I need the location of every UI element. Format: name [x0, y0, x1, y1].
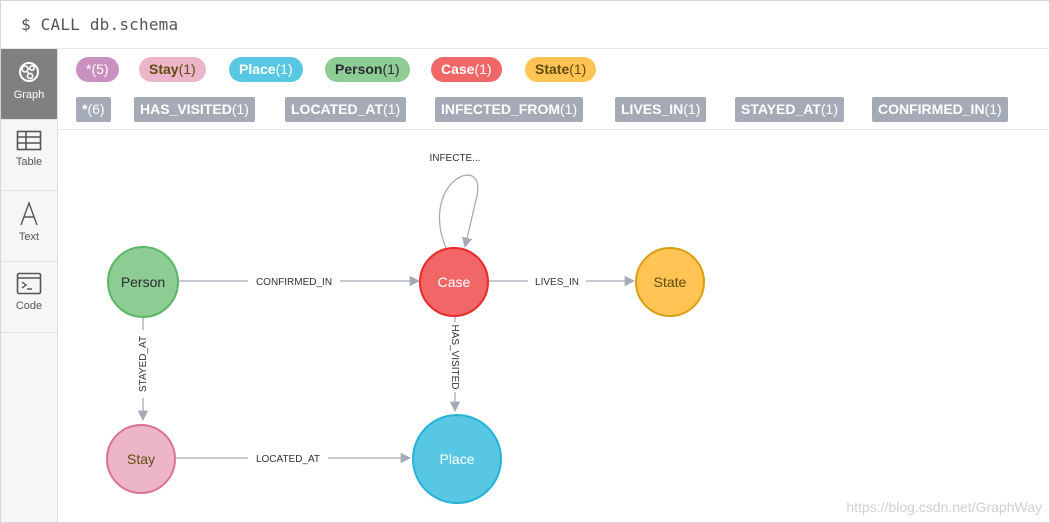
label-pill-all[interactable]: *(5): [76, 57, 119, 82]
view-graph-button[interactable]: Graph: [1, 49, 57, 120]
rel-type-infected-from-count: (1): [560, 101, 578, 117]
rel-type-lives-in[interactable]: LIVES_IN(1): [615, 97, 707, 122]
view-code-button[interactable]: Code: [1, 262, 57, 333]
view-table-label: Table: [15, 156, 43, 168]
node-case-label: Case: [438, 274, 471, 290]
rel-type-infected-from-name: INFECTED_FROM: [441, 101, 560, 117]
label-pill-place-count: (1): [275, 61, 293, 77]
edge-has-visited-label: HAS_VISITED: [449, 324, 460, 389]
node-state-label: State: [654, 274, 687, 290]
table-icon: [16, 130, 42, 151]
rel-type-confirmed-in[interactable]: CONFIRMED_IN(1): [872, 97, 1008, 122]
view-code-label: Code: [15, 300, 43, 312]
edge-stayed-at-label: STAYED_AT: [138, 336, 149, 392]
edge-confirmed-in[interactable]: CONFIRMED_IN: [179, 275, 421, 288]
node-person-label: Person: [121, 274, 165, 290]
rel-type-confirmed-in-name: CONFIRMED_IN: [878, 101, 985, 117]
label-pill-person-name: Person: [335, 61, 383, 77]
label-pill-case[interactable]: Case(1): [431, 57, 502, 82]
code-icon: [16, 272, 42, 295]
label-pill-state-name: State: [535, 61, 570, 77]
watermark-text: https://blog.csdn.net/GraphWay: [846, 499, 1042, 515]
label-pill-state-count: (1): [569, 61, 587, 77]
label-pill-case-count: (1): [474, 61, 492, 77]
rel-type-has-visited[interactable]: HAS_VISITED(1): [134, 97, 255, 122]
rel-type-infected-from[interactable]: INFECTED_FROM(1): [435, 97, 584, 122]
legend-area: *(5) Stay(1) Place(1) Person(1) Case(1) …: [58, 49, 1049, 130]
rel-type-stayed-at-name: STAYED_AT: [741, 101, 821, 117]
rel-type-all[interactable]: *(6): [76, 97, 111, 122]
node-case[interactable]: Case: [419, 247, 489, 317]
label-pill-place[interactable]: Place(1): [229, 57, 303, 82]
edge-located-at-label: LOCATED_AT: [256, 454, 320, 465]
edge-lives-in-label: LIVES_IN: [535, 277, 579, 288]
label-pill-person[interactable]: Person(1): [325, 57, 410, 82]
rel-type-located-at-count: (1): [383, 101, 401, 117]
label-pill-person-count: (1): [382, 61, 400, 77]
label-pill-all-name: *: [86, 61, 92, 77]
edge-lives-in[interactable]: LIVES_IN: [489, 275, 636, 288]
label-pill-place-name: Place: [239, 61, 276, 77]
text-icon: [20, 201, 38, 226]
graph-icon: [19, 62, 39, 82]
node-state[interactable]: State: [635, 247, 705, 317]
edge-stayed-at[interactable]: STAYED_AT: [137, 318, 149, 422]
rel-type-lives-in-count: (1): [683, 101, 701, 117]
edge-infected-from-label: INFECTE...: [429, 153, 480, 164]
rel-type-lives-in-name: LIVES_IN: [621, 101, 684, 117]
rel-type-confirmed-in-count: (1): [984, 101, 1002, 117]
view-table-button[interactable]: Table: [1, 120, 57, 191]
label-pill-state[interactable]: State(1): [525, 57, 597, 82]
rel-type-all-name: *: [82, 101, 88, 117]
label-pill-stay[interactable]: Stay(1): [139, 57, 206, 82]
view-sidebar: Graph Table Text Code: [1, 49, 58, 522]
view-text-label: Text: [18, 231, 40, 243]
node-place-label: Place: [439, 451, 474, 467]
edge-has-visited[interactable]: HAS_VISITED: [449, 316, 461, 413]
edge-confirmed-in-label: CONFIRMED_IN: [256, 277, 332, 288]
label-pill-stay-count: (1): [178, 61, 196, 77]
query-bar[interactable]: $ CALL db.schema: [1, 1, 1049, 49]
query-text[interactable]: $ CALL db.schema: [21, 15, 179, 34]
edge-infected-from[interactable]: INFECTE...: [429, 153, 481, 249]
graph-canvas[interactable]: CONFIRMED_IN LIVES_IN INFECTE... HAS_VIS…: [58, 130, 1049, 521]
node-stay[interactable]: Stay: [106, 424, 176, 494]
label-pill-stay-name: Stay: [149, 61, 179, 77]
label-pill-all-count: (5): [91, 61, 109, 77]
rel-type-all-count: (6): [87, 101, 105, 117]
rel-type-has-visited-count: (1): [231, 101, 249, 117]
rel-type-has-visited-name: HAS_VISITED: [140, 101, 232, 117]
rel-type-located-at-name: LOCATED_AT: [291, 101, 384, 117]
edge-located-at[interactable]: LOCATED_AT: [176, 452, 412, 465]
view-graph-label: Graph: [13, 89, 45, 101]
label-pill-case-name: Case: [441, 61, 475, 77]
graph-svg[interactable]: CONFIRMED_IN LIVES_IN INFECTE... HAS_VIS…: [58, 130, 1049, 521]
node-place[interactable]: Place: [412, 414, 502, 504]
view-text-button[interactable]: Text: [1, 191, 57, 262]
node-person[interactable]: Person: [107, 246, 179, 318]
rel-type-stayed-at-count: (1): [820, 101, 838, 117]
rel-type-located-at[interactable]: LOCATED_AT(1): [285, 97, 407, 122]
rel-type-stayed-at[interactable]: STAYED_AT(1): [735, 97, 844, 122]
node-stay-label: Stay: [127, 451, 155, 467]
